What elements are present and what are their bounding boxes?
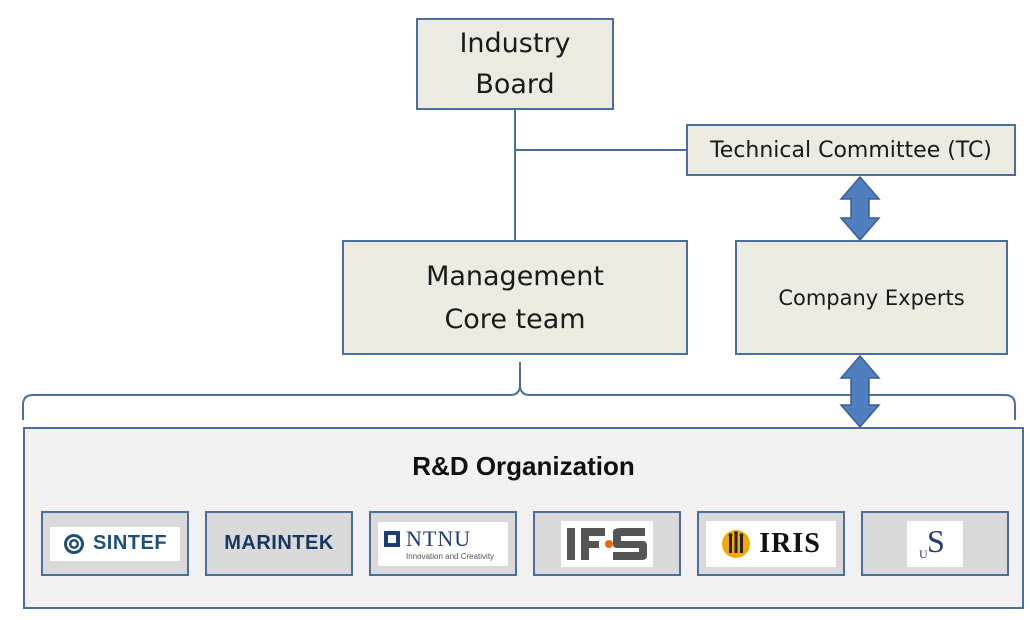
logo-tile-ntnu: NTNU Innovation and Creativity	[369, 511, 517, 576]
logo-tile-sintef: SINTEF	[41, 511, 189, 576]
logo-tile-uis: S U	[861, 511, 1009, 576]
management-line2: Core team	[444, 303, 586, 335]
uis-logo-s: S	[927, 522, 945, 559]
rd-organization-panel: R&D Organization SINTEF MARINTEK NTNU I	[23, 427, 1024, 609]
technical-committee-label: Technical Committee (TC)	[710, 137, 992, 163]
experts-rd-double-arrow	[839, 354, 881, 429]
iris-logo-text: IRIS	[759, 527, 821, 559]
uis-logo-u: U	[919, 546, 928, 561]
management-line1: Management	[426, 260, 604, 292]
ntnu-tagline: Innovation and Creativity	[406, 552, 495, 561]
logo-tile-ife	[533, 511, 681, 576]
ntnu-emblem-icon	[384, 531, 400, 547]
technical-committee-box: Technical Committee (TC)	[686, 124, 1016, 176]
tc-experts-double-arrow	[839, 175, 881, 242]
rd-brace	[22, 362, 1016, 420]
ntnu-logo: NTNU Innovation and Creativity	[378, 521, 508, 566]
sintef-emblem-icon	[63, 533, 84, 554]
industry-board-line1: Industry	[459, 28, 571, 59]
management-box: Management Core team	[342, 240, 688, 355]
sintef-logo: SINTEF	[50, 526, 180, 561]
rd-organization-title: R&D Organization	[412, 451, 635, 481]
ntnu-logo-text: NTNU	[406, 526, 472, 551]
logo-tile-marintek: MARINTEK	[205, 511, 353, 576]
sintef-logo-text: SINTEF	[92, 532, 168, 554]
ife-logo-mark	[567, 527, 647, 560]
marintek-logo-text: MARINTEK	[224, 532, 334, 554]
company-experts-box: Company Experts	[735, 240, 1008, 355]
iris-emblem-icon	[722, 529, 751, 558]
industry-board-line2: Board	[475, 69, 555, 100]
industry-board-box: Industry Board	[416, 18, 614, 110]
iris-logo: IRIS	[706, 520, 836, 567]
logo-tile-iris: IRIS	[697, 511, 845, 576]
uis-logo: S U	[907, 520, 963, 567]
ife-logo	[561, 520, 653, 567]
company-experts-label: Company Experts	[778, 285, 965, 310]
